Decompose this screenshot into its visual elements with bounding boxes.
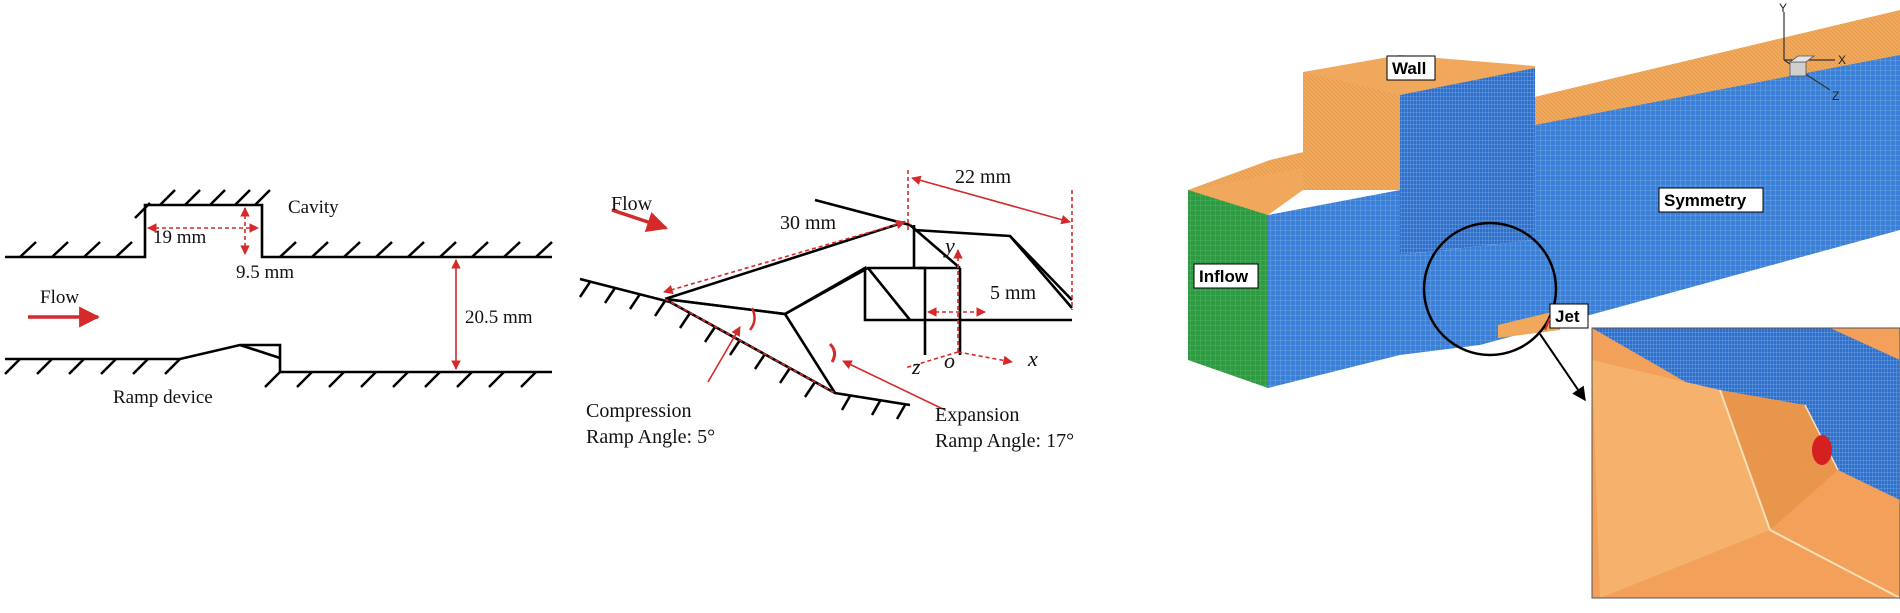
length-22-dimension bbox=[911, 175, 1071, 225]
jet-marker bbox=[1544, 317, 1551, 331]
symmetry-label-box: Symmetry bbox=[1658, 187, 1764, 213]
expansion-angle-arc bbox=[828, 342, 837, 363]
panel-right-mesh-render: Wall Symmetry Inflow Jet Y X Z bbox=[1188, 1, 1900, 599]
cavity-depth-label: 9.5 mm bbox=[236, 262, 294, 283]
compression-label-line1: Compression bbox=[586, 400, 692, 422]
jet-bottom-wall bbox=[1498, 310, 1560, 338]
channel-top-left bbox=[1188, 168, 1303, 220]
svg-text:Jet: Jet bbox=[1555, 307, 1580, 326]
triad-x-label: X bbox=[1838, 53, 1846, 67]
zoom-inset-ramp-face bbox=[1592, 360, 1770, 598]
bottom-wall-with-ramp bbox=[5, 343, 552, 374]
zoom-inset-edge-1 bbox=[1719, 389, 1771, 531]
jet-label-box: Jet bbox=[1549, 303, 1589, 329]
inflow-label-box: Inflow bbox=[1193, 263, 1259, 289]
inflow-boundary-face bbox=[1188, 190, 1268, 388]
axis-y-label: y bbox=[943, 233, 955, 258]
top-wall-hatch bbox=[19, 189, 553, 258]
triad-y-label: Y bbox=[1779, 1, 1787, 15]
z-axis-line bbox=[904, 351, 959, 369]
zoom-inset-ramp-top bbox=[1720, 390, 1838, 530]
length-30-label: 30 mm bbox=[780, 212, 837, 234]
zoom-region-circle bbox=[1422, 221, 1558, 357]
ramp-ground-hatch bbox=[578, 281, 907, 420]
axis-x-label: x bbox=[1027, 346, 1038, 371]
svg-text:Wall: Wall bbox=[1392, 59, 1426, 78]
flow-label-left: Flow bbox=[40, 287, 79, 308]
zoom-inset-jet-orifice bbox=[1812, 435, 1832, 465]
axis-z-label: z bbox=[911, 354, 921, 379]
ramp-device-label: Ramp device bbox=[113, 387, 213, 408]
ramp-face bbox=[239, 343, 281, 360]
zoom-inset bbox=[1591, 327, 1900, 599]
zoom-arrow bbox=[1539, 333, 1586, 402]
compression-leader bbox=[707, 326, 741, 383]
compression-angle-arc bbox=[748, 307, 756, 331]
channel-height-label: 20.5 mm bbox=[465, 307, 533, 328]
cavity-side-wall bbox=[1303, 72, 1400, 190]
zoom-inset-edge-2 bbox=[1769, 529, 1900, 599]
flow-arrow-middle bbox=[611, 208, 668, 232]
x-axis-arrow bbox=[957, 351, 1013, 366]
ramp-ground-line bbox=[579, 277, 911, 407]
expansion-label-line2: Ramp Angle: 17° bbox=[935, 430, 1074, 452]
wall-label-box: Wall bbox=[1386, 55, 1436, 81]
expansion-leader bbox=[842, 360, 946, 411]
panel-left-channel-schematic: Cavity 19 mm 9.5 mm 20.5 mm Flow Ramp de… bbox=[4, 189, 553, 408]
svg-text:Symmetry: Symmetry bbox=[1664, 191, 1747, 210]
compression-label-line2: Ramp Angle: 5° bbox=[586, 426, 715, 448]
axis-triad: Y X Z bbox=[1779, 1, 1846, 103]
top-wall-with-cavity bbox=[5, 203, 552, 259]
axis-o-label: o bbox=[944, 348, 955, 373]
triad-z-label: Z bbox=[1832, 89, 1839, 103]
bottom-wall-hatch bbox=[4, 358, 537, 388]
cavity-symmetry-face bbox=[1400, 68, 1535, 255]
expansion-label-line1: Expansion bbox=[935, 404, 1019, 426]
flow-label-middle: Flow bbox=[611, 193, 653, 215]
ramp-centerline bbox=[664, 298, 836, 394]
height-5-label: 5 mm bbox=[990, 282, 1037, 304]
length-22-label: 22 mm bbox=[955, 166, 1012, 188]
zoom-inset-frame bbox=[1591, 327, 1900, 599]
cavity-length-label: 19 mm bbox=[153, 227, 207, 248]
cavity-label: Cavity bbox=[288, 197, 339, 218]
svg-text:Inflow: Inflow bbox=[1199, 267, 1249, 286]
panel-middle-ramp-geometry: Flow 30 mm 22 mm 5 mm y o z x Compressio… bbox=[578, 166, 1074, 452]
